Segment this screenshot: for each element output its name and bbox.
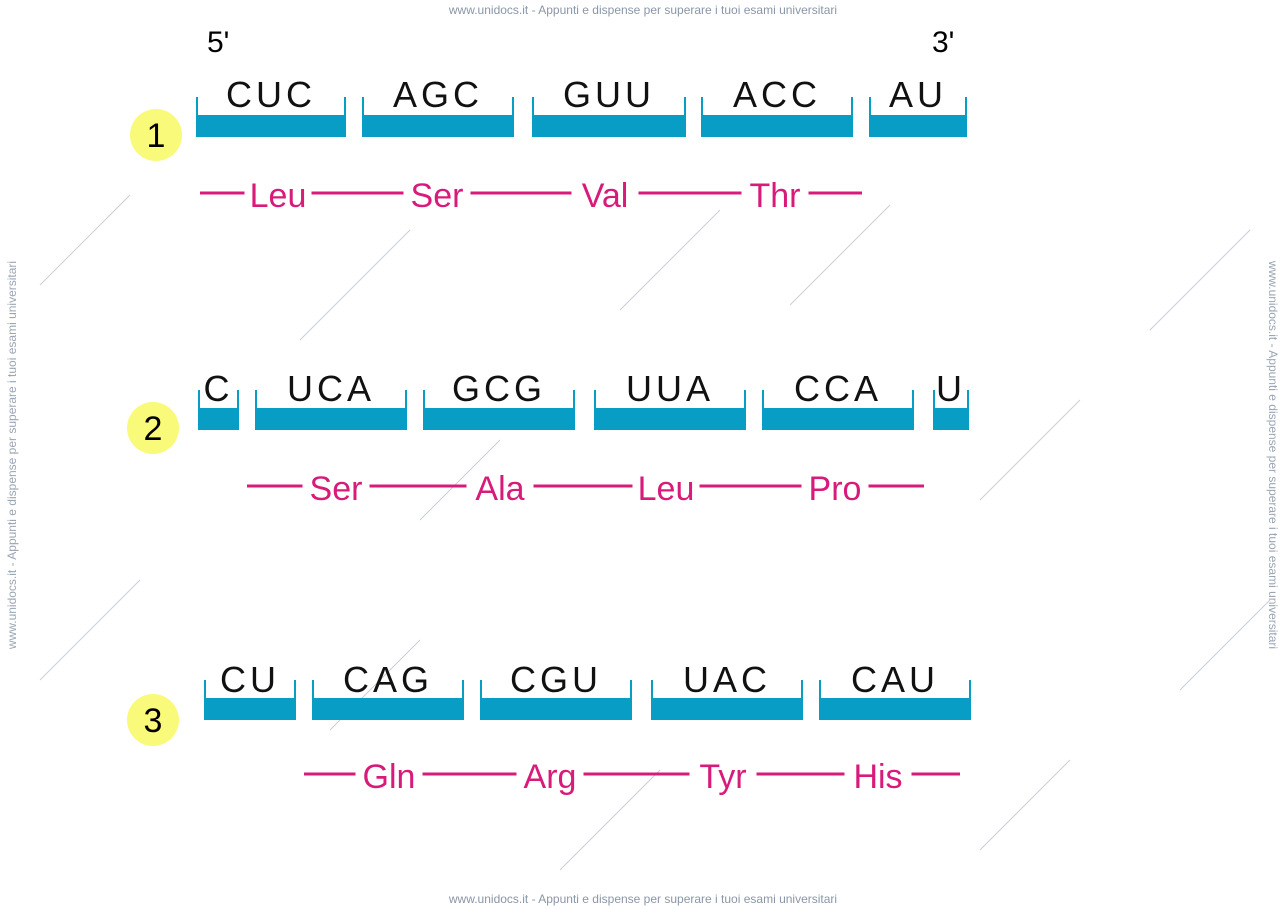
- codon-bar: [594, 408, 746, 430]
- codon-bar: [362, 115, 514, 137]
- frame-number-badge: [130, 109, 182, 161]
- codon-label: GCG: [452, 368, 546, 409]
- codon-label: CUC: [226, 74, 316, 115]
- codon-label: CAG: [343, 659, 433, 700]
- watermark-line: [559, 769, 661, 871]
- watermark-line: [39, 194, 131, 286]
- codon-label: UAC: [683, 659, 771, 700]
- watermark-line: [789, 204, 891, 306]
- frame-1: 1 CUC AGC GUU ACC AU Leu Ser Val Thr: [130, 74, 967, 215]
- watermark-line: [419, 439, 501, 521]
- codon-bar: [423, 408, 575, 430]
- codon-bar: [196, 115, 346, 137]
- amino-acid-label: Leu: [250, 177, 307, 215]
- codon-bar: [198, 408, 239, 430]
- codon-label: AU: [889, 74, 947, 115]
- codon-label: AGC: [393, 74, 483, 115]
- codon-label: GUU: [563, 74, 655, 115]
- watermark-line: [979, 759, 1071, 851]
- watermark-line: [39, 579, 141, 681]
- codon-bar: [933, 408, 969, 430]
- three-prime-label: 3': [932, 26, 954, 59]
- codon-label: ACC: [733, 74, 821, 115]
- watermark-bottom: www.unidocs.it - Appunti e dispense per …: [448, 892, 838, 906]
- codon-bar: [312, 698, 464, 720]
- amino-acid-label: Tyr: [699, 758, 746, 796]
- amino-acid-label: His: [853, 758, 902, 796]
- amino-acid-label: Ser: [411, 177, 464, 215]
- codon-label: CAU: [851, 659, 939, 700]
- frame-number-badge: [127, 694, 179, 746]
- codon-bar: [701, 115, 853, 137]
- frame-number: 1: [147, 117, 166, 155]
- watermark-line: [619, 209, 721, 311]
- amino-acid-label: Leu: [638, 470, 695, 508]
- five-prime-label: 5': [207, 26, 229, 59]
- watermark-line: [1179, 599, 1271, 691]
- frame-2: 2 C UCA GCG UUA CCA U Ser Ala Leu Pro: [127, 368, 969, 508]
- codon-bar: [651, 698, 803, 720]
- codon-label: CCA: [794, 368, 882, 409]
- amino-acid-label: Ala: [475, 470, 524, 508]
- codon-bar: [204, 698, 296, 720]
- frame-number: 2: [144, 410, 163, 448]
- watermark-line: [979, 399, 1081, 501]
- codon-bar: [869, 115, 967, 137]
- frame-3: 3 CU CAG CGU UAC CAU Gln Arg Tyr His: [127, 659, 971, 796]
- amino-acid-label: Arg: [524, 758, 577, 796]
- codon-bar: [532, 115, 686, 137]
- codon-label: UCA: [287, 368, 375, 409]
- codon-label: U: [936, 368, 966, 409]
- codon-label: UUA: [626, 368, 714, 409]
- codon-label: C: [204, 368, 234, 409]
- watermark-lines: [39, 194, 1271, 871]
- watermark-line: [1149, 229, 1251, 331]
- codon-label: CGU: [510, 659, 602, 700]
- amino-acid-label: Pro: [809, 470, 862, 508]
- watermark-top: www.unidocs.it - Appunti e dispense per …: [448, 3, 838, 17]
- codon-bar: [480, 698, 632, 720]
- watermark-line: [299, 229, 411, 341]
- frame-number-badge: [127, 402, 179, 454]
- codon-bar: [819, 698, 971, 720]
- amino-acid-label: Thr: [750, 177, 801, 215]
- codon-bar: [255, 408, 407, 430]
- amino-acid-label: Gln: [363, 758, 416, 796]
- frame-number: 3: [144, 702, 163, 740]
- codon-bar: [762, 408, 914, 430]
- amino-acid-label: Val: [582, 177, 629, 215]
- codon-label: CU: [220, 659, 280, 700]
- amino-acid-label: Ser: [310, 470, 363, 508]
